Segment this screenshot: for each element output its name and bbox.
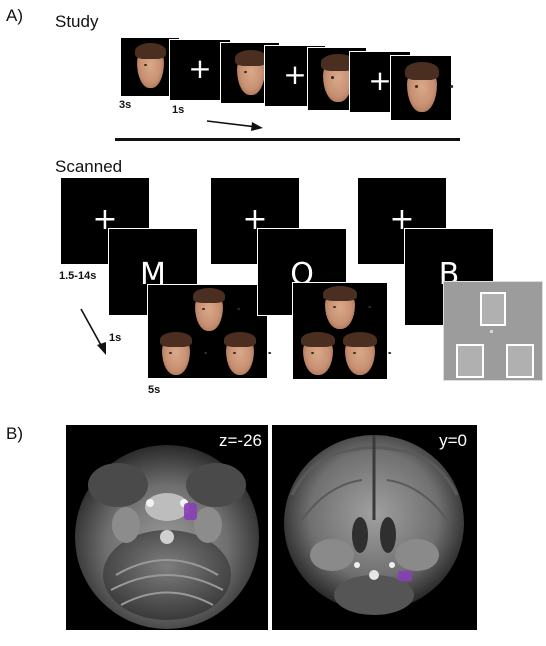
face-image	[235, 49, 267, 95]
placeholder-left	[456, 344, 484, 378]
face-image	[321, 54, 355, 102]
center-dot	[490, 330, 493, 333]
study-title: Study	[55, 12, 99, 31]
study-time-arrow	[206, 120, 263, 131]
axial-coordinate-label: z=-26	[219, 431, 262, 450]
placeholder-top	[480, 292, 506, 326]
study-duration-fixation: 1s	[172, 104, 185, 116]
coronal-brain-image	[284, 435, 464, 615]
scan-masked-display	[443, 281, 543, 381]
scan-faces-2	[292, 282, 388, 380]
coronal-slice-panel: y=0	[272, 425, 477, 630]
axial-slice-panel: z=-26	[66, 425, 268, 630]
face-right	[224, 331, 256, 375]
scan-time-arrow	[80, 308, 106, 355]
scan-duration-cue: 1s	[109, 332, 122, 344]
scanned-title: Scanned	[55, 157, 123, 176]
scan-duration-fixation: 1.5-14s	[59, 270, 97, 282]
coronal-activation-cluster	[398, 571, 412, 581]
fixation-cross: +	[188, 52, 212, 85]
face-left	[301, 331, 335, 375]
face-left	[160, 331, 192, 375]
panel-a-letter: A)	[6, 6, 23, 25]
face-image	[405, 62, 439, 112]
axial-brain-image	[75, 445, 259, 629]
scan-duration-faces: 5s	[148, 384, 161, 396]
study-face-4	[390, 55, 452, 121]
face-right	[343, 331, 377, 375]
scan-faces-1	[147, 284, 268, 379]
fixation-cross: +	[368, 64, 392, 97]
study-duration-face: 3s	[119, 99, 132, 111]
face-image	[135, 42, 166, 88]
scan-fixation-1: +	[60, 177, 150, 265]
coronal-coordinate-label: y=0	[439, 431, 467, 450]
face-top	[323, 285, 357, 329]
placeholder-right	[506, 344, 534, 378]
axial-activation-cluster	[184, 503, 197, 520]
fixation-cross: +	[283, 58, 307, 91]
face-top	[193, 287, 225, 331]
section-divider	[115, 138, 460, 141]
panel-b-letter: B)	[6, 424, 23, 443]
